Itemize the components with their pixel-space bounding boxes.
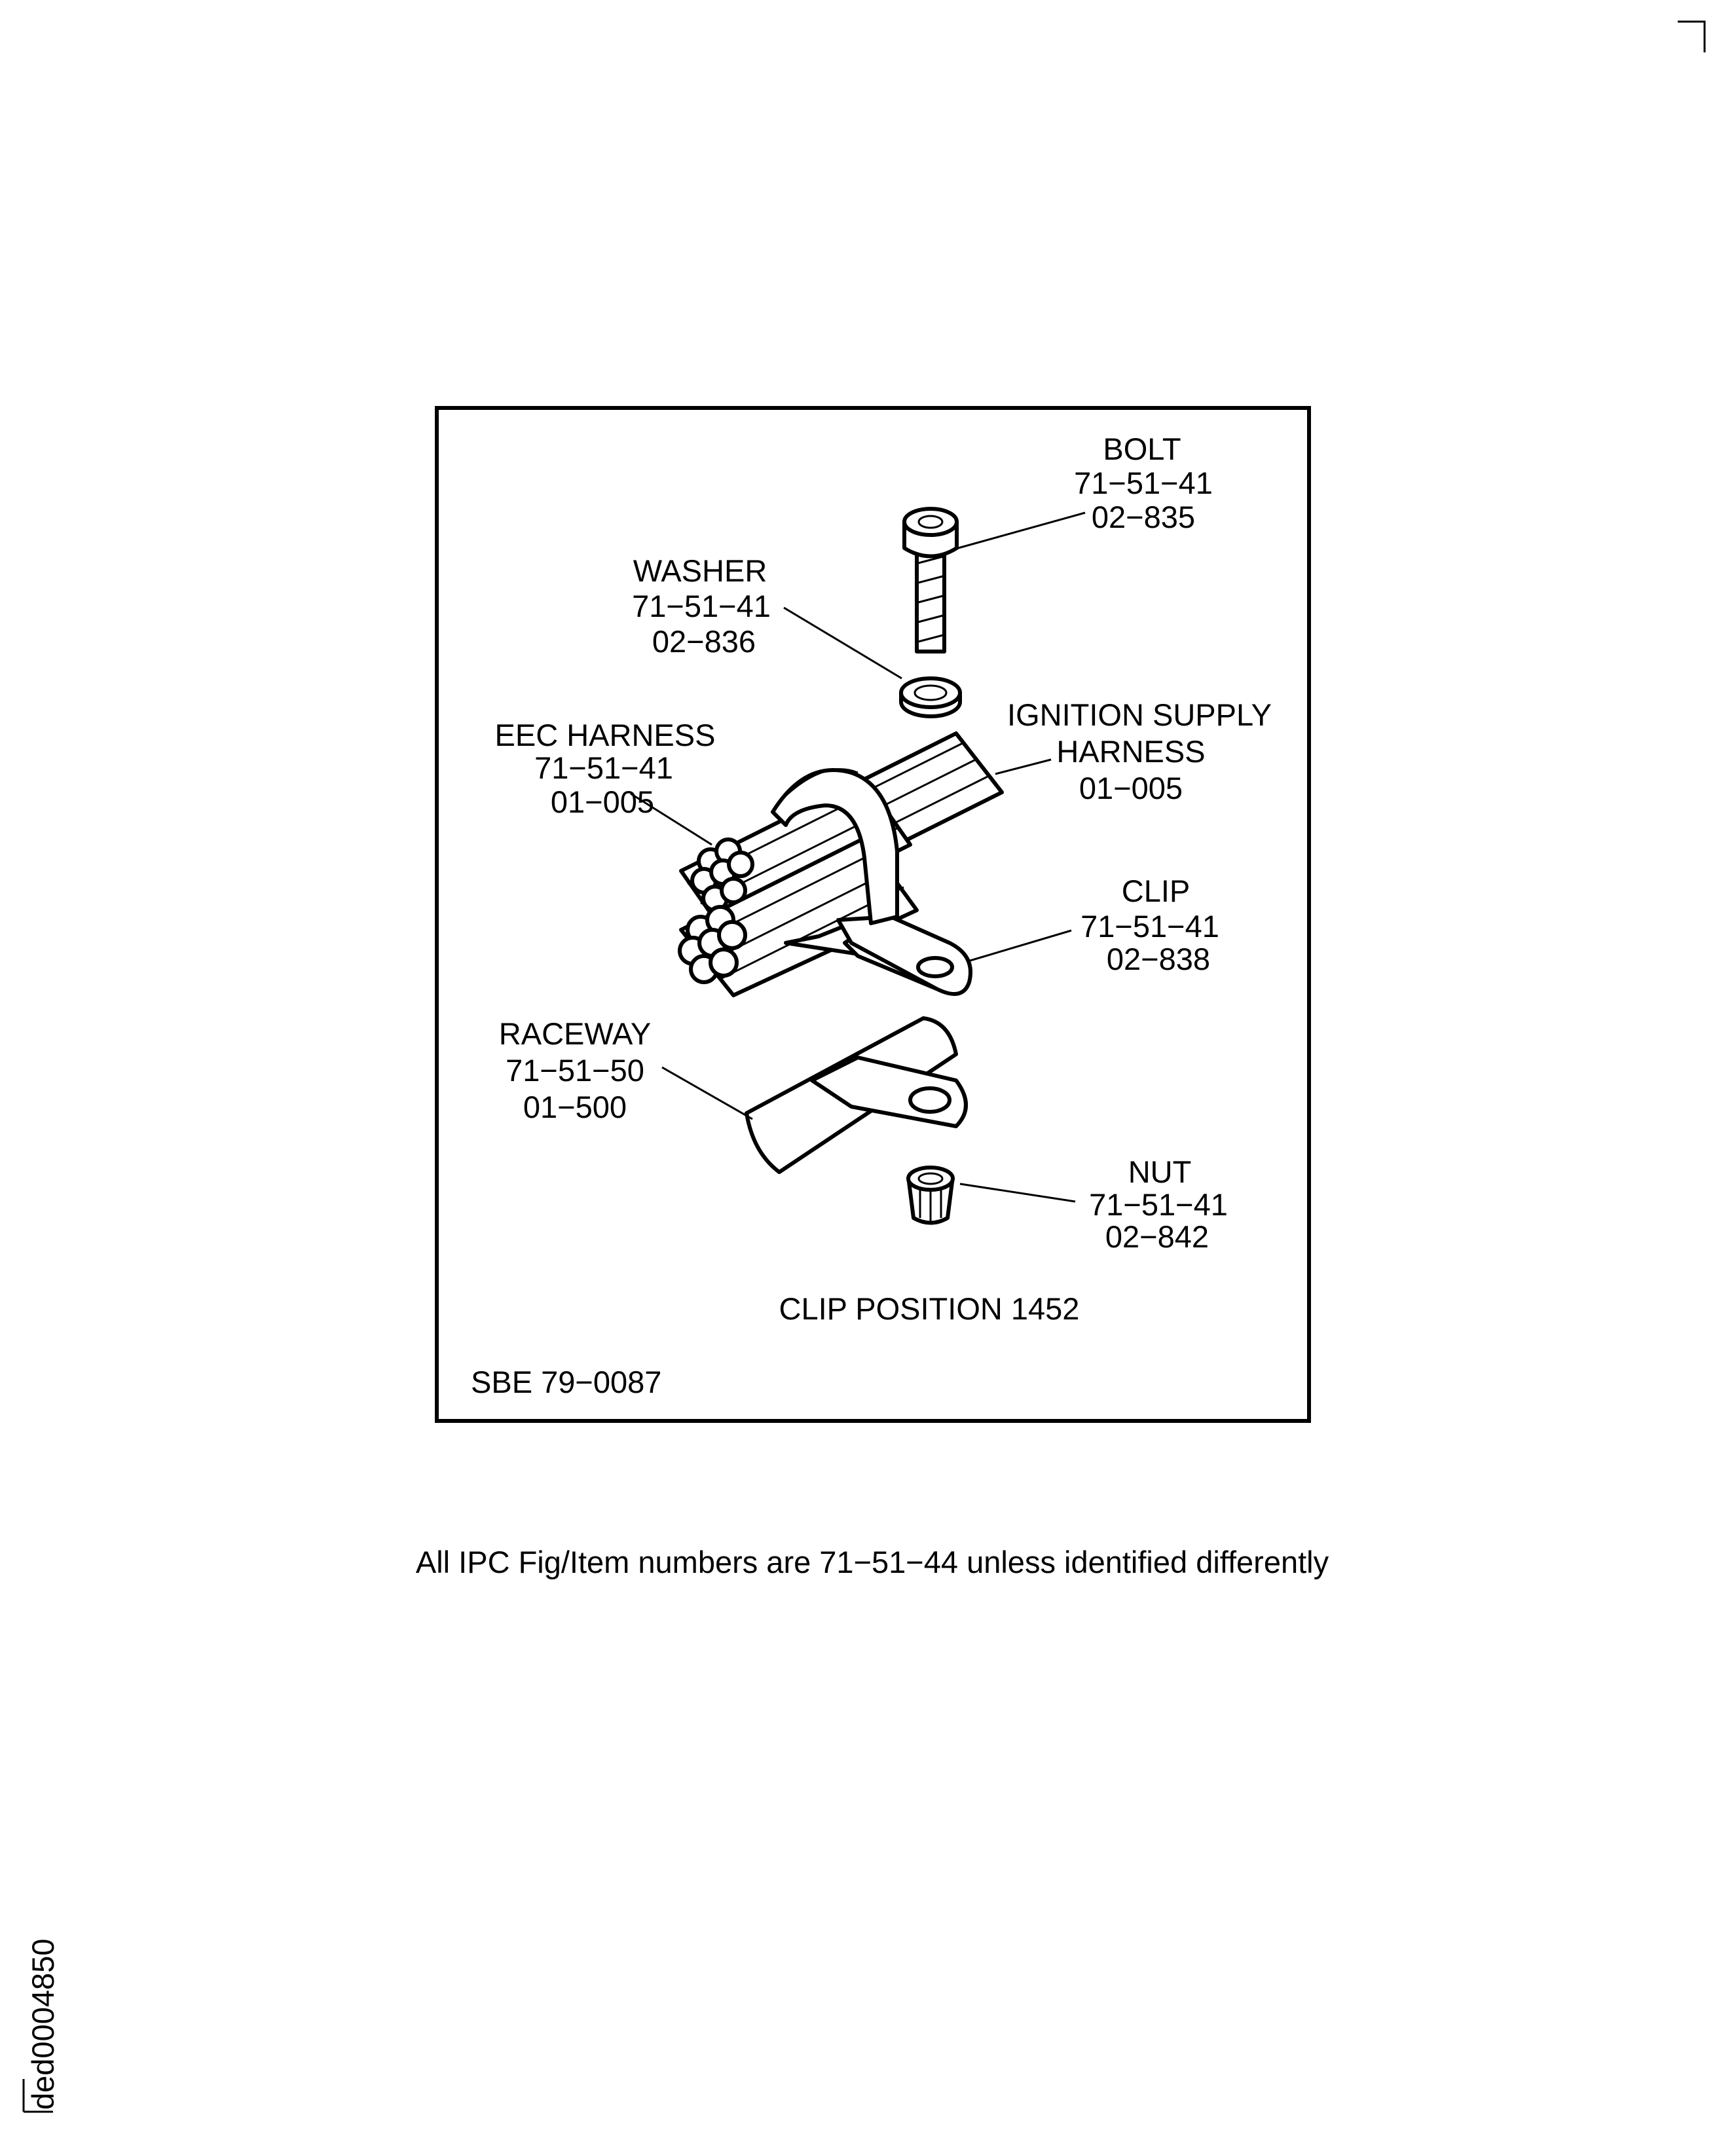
washer-fig: 71−51−41 (632, 589, 771, 623)
raceway-fig: 71−51−50 (506, 1053, 644, 1088)
eec-harness-leader-line (630, 792, 712, 846)
crop-mark-top-right (1678, 20, 1706, 52)
figure-frame (435, 406, 1311, 1423)
washer-item: 02−836 (652, 624, 756, 659)
bolt-illustration (902, 507, 959, 653)
eec-harness-item: 01−005 (551, 784, 654, 819)
washer-illustration (899, 676, 962, 718)
ignition-harness-leader-line (995, 758, 1052, 775)
raceway-item: 01−500 (523, 1090, 627, 1124)
nut-leader-line (959, 1183, 1076, 1203)
bolt-item: 02−835 (1092, 500, 1195, 534)
clip-leader-line (967, 929, 1072, 963)
raceway-label: RACEWAY (499, 1016, 651, 1051)
crop-mark-bottom-left (22, 2079, 53, 2113)
clip-item: 02−838 (1107, 942, 1210, 976)
raceway-leader-line (661, 1066, 753, 1120)
nut-label: NUT (1128, 1154, 1192, 1189)
bolt-fig: 71−51−41 (1074, 466, 1213, 500)
raceway-illustration (745, 1016, 968, 1174)
reference-number: SBE 79−0087 (471, 1365, 661, 1399)
nut-illustration (906, 1166, 955, 1225)
ignition-harness-label-line2: HARNESS (1056, 734, 1205, 769)
clip-fig: 71−51−41 (1080, 909, 1219, 944)
eec-harness-label: EEC HARNESS (495, 718, 716, 752)
ignition-harness-item: 01−005 (1079, 771, 1183, 805)
footer-note: All IPC Fig/Item numbers are 71−51−44 un… (416, 1545, 1329, 1579)
nut-fig: 71−51−41 (1089, 1187, 1228, 1222)
clip-label: CLIP (1122, 874, 1191, 908)
eec-harness-fig: 71−51−41 (534, 750, 673, 785)
drawing-id: ded0004850 (26, 1939, 60, 2110)
washer-label: WASHER (633, 553, 767, 588)
bolt-label: BOLT (1103, 432, 1181, 466)
bolt-leader-line (953, 511, 1086, 551)
washer-leader-line (783, 606, 902, 680)
ignition-harness-label-line1: IGNITION SUPPLY (1007, 697, 1272, 732)
clip-and-harness-illustration (678, 731, 1004, 997)
nut-item: 02−842 (1105, 1219, 1209, 1254)
figure-caption: CLIP POSITION 1452 (779, 1291, 1080, 1326)
